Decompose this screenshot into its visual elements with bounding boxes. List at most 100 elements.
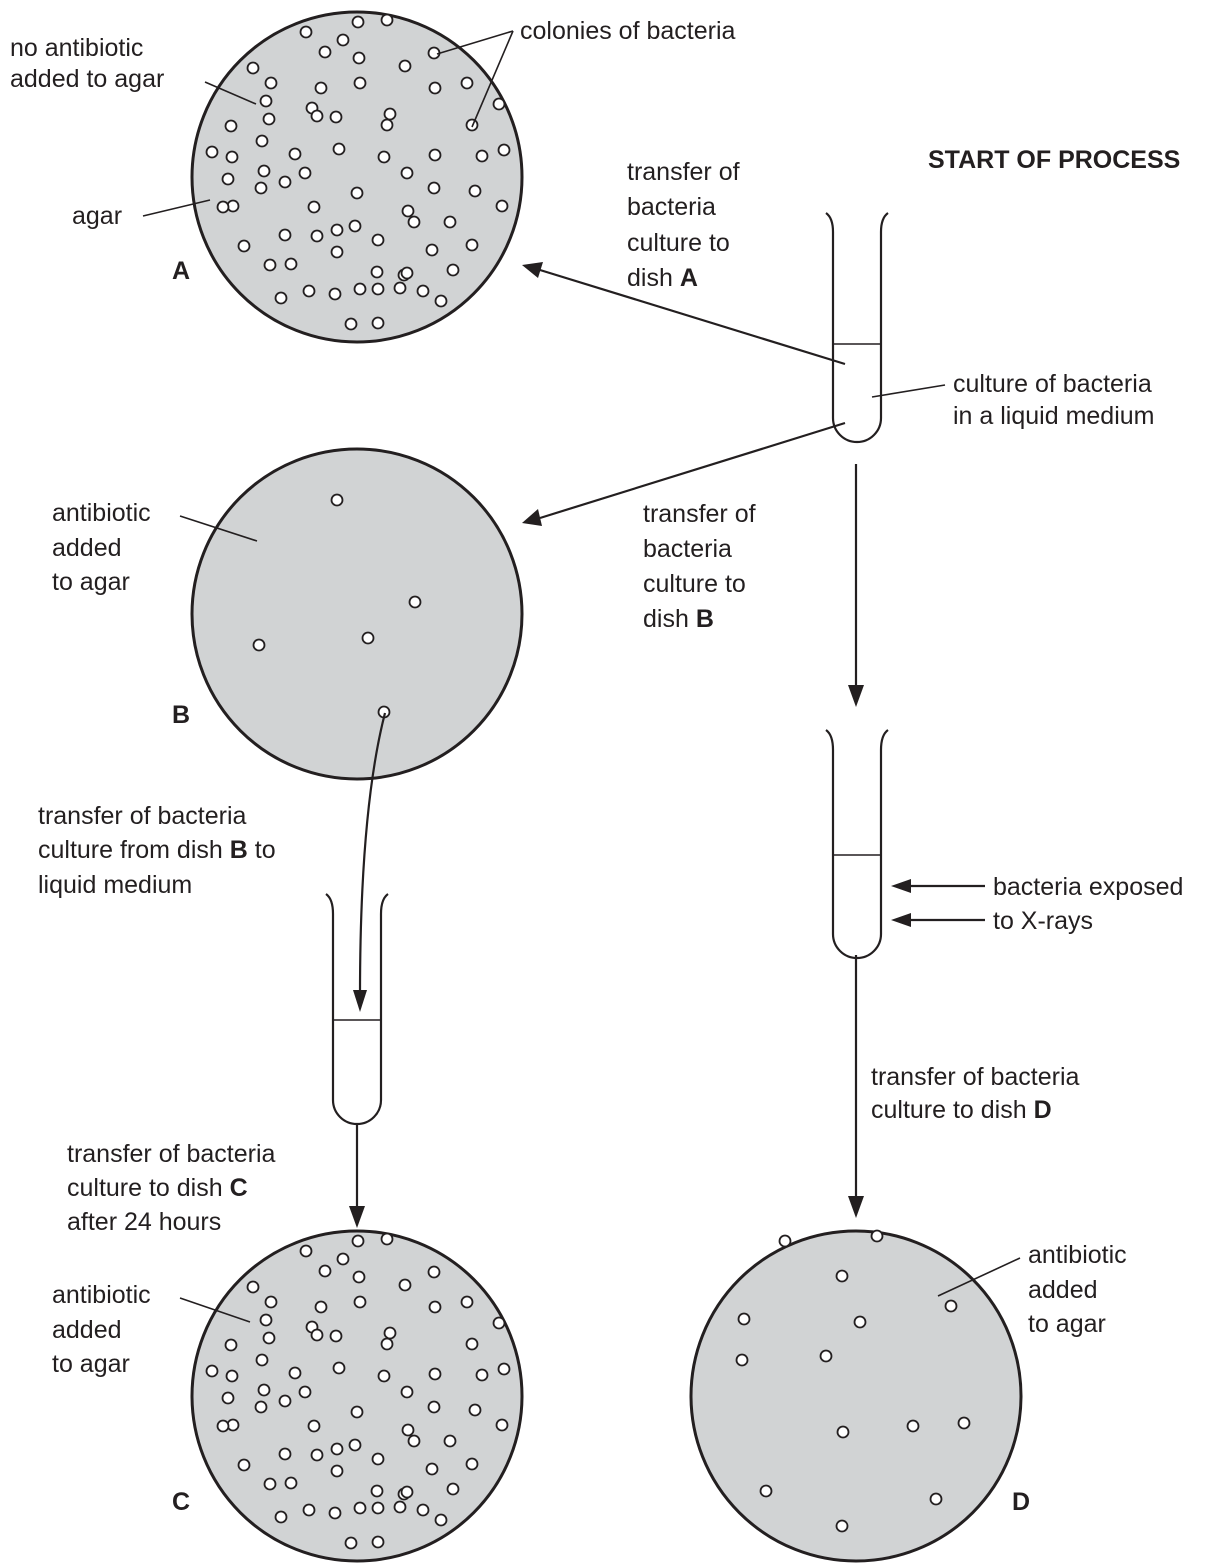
transfer-c-letter: C: [230, 1174, 248, 1202]
colony: [427, 1265, 441, 1279]
colony: [307, 1419, 321, 1433]
dish-c-colonies: [205, 1232, 511, 1550]
colony: [383, 1326, 397, 1340]
dish-a-colonies: [205, 13, 511, 331]
dish-b-condition-line1: antibiotic: [52, 499, 151, 527]
dish-c-letter: C: [172, 1488, 190, 1516]
colony: [259, 1313, 273, 1327]
colony: [344, 317, 358, 331]
colony: [299, 1244, 313, 1258]
colony: [380, 1232, 394, 1246]
arrow-to-dish-b: [539, 421, 846, 520]
colony: [274, 1510, 288, 1524]
arrow-dish-b-to-tube3: [358, 712, 387, 996]
colony: [407, 1434, 421, 1448]
dish-d-condition-line1: antibiotic: [1028, 1241, 1127, 1269]
colony: [737, 1312, 751, 1326]
colony: [257, 164, 271, 178]
colony: [274, 291, 288, 305]
colony: [398, 59, 412, 73]
xray-label-line2: to X-rays: [993, 907, 1093, 935]
dish-d: [689, 1229, 1023, 1563]
dish-d-colonies: [735, 1229, 971, 1533]
colony: [380, 118, 394, 132]
colony: [361, 631, 375, 645]
transfer-b-liquid-to: to: [248, 836, 276, 864]
colonies-leader-1: [436, 30, 514, 55]
colony: [497, 1362, 511, 1376]
transfer-b-liquid-letter: B: [230, 836, 248, 864]
colony: [330, 245, 344, 259]
colony: [302, 284, 316, 298]
colony: [329, 110, 343, 124]
culture-label-line2: in a liquid medium: [953, 402, 1155, 430]
colony: [377, 1369, 391, 1383]
dish-a-condition-line2: added to agar: [10, 65, 164, 93]
colony: [264, 1295, 278, 1309]
colony: [398, 1278, 412, 1292]
colony: [371, 233, 385, 247]
colony: [400, 1485, 414, 1499]
colony: [262, 1331, 276, 1345]
colony: [263, 1477, 277, 1491]
colony: [310, 1448, 324, 1462]
colony: [428, 148, 442, 162]
transfer-d-line2: culture to dish D: [871, 1096, 1052, 1124]
colony: [310, 229, 324, 243]
colony: [254, 1400, 268, 1414]
colony: [264, 76, 278, 90]
colony: [246, 1280, 260, 1294]
arrow-to-dish-a: [539, 268, 846, 366]
colony: [278, 1394, 292, 1408]
colony: [416, 1503, 430, 1517]
colony: [328, 1506, 342, 1520]
colony: [332, 1361, 346, 1375]
colony: [443, 1434, 457, 1448]
colony: [401, 1423, 415, 1437]
dish-a-plate: [190, 10, 524, 344]
colony: [443, 215, 457, 229]
arrow-to-dish-b-head: [522, 509, 542, 526]
colony: [348, 1438, 362, 1452]
xray-arrow-2-head: [891, 913, 911, 927]
colony: [350, 1405, 364, 1419]
transfer-c-line3: after 24 hours: [67, 1208, 221, 1236]
colony: [465, 1457, 479, 1471]
colony: [393, 281, 407, 295]
test-tube-1-outline: [825, 212, 889, 444]
colony: [353, 1501, 367, 1515]
colony: [310, 109, 324, 123]
colony: [330, 1442, 344, 1456]
colony: [370, 265, 384, 279]
colony: [288, 1366, 302, 1380]
colony: [336, 33, 350, 47]
colony: [351, 1234, 365, 1248]
colony: [284, 1476, 298, 1490]
colony: [778, 1234, 792, 1248]
colony: [759, 1484, 773, 1498]
colony: [318, 45, 332, 59]
colony: [353, 282, 367, 296]
colony: [401, 204, 415, 218]
transfer-a-line4: dish A: [627, 264, 698, 292]
colony: [344, 1536, 358, 1550]
colony: [380, 1337, 394, 1351]
transfer-a-line3: culture to: [627, 229, 730, 257]
colony: [495, 199, 509, 213]
start-of-process-label: START OF PROCESS: [928, 146, 1180, 174]
colony: [425, 243, 439, 257]
colony: [377, 150, 391, 164]
colony: [328, 287, 342, 301]
colony: [221, 1391, 235, 1405]
dish-c-condition-leader: [179, 1297, 251, 1323]
colony: [400, 266, 414, 280]
colony: [221, 172, 235, 186]
arrow-to-dish-a-head: [522, 262, 543, 278]
colony: [348, 219, 362, 233]
colony: [299, 25, 313, 39]
colony: [371, 1452, 385, 1466]
agar-label: agar: [72, 202, 122, 230]
colony: [495, 1418, 509, 1432]
colony: [460, 76, 474, 90]
colony: [310, 1328, 324, 1342]
